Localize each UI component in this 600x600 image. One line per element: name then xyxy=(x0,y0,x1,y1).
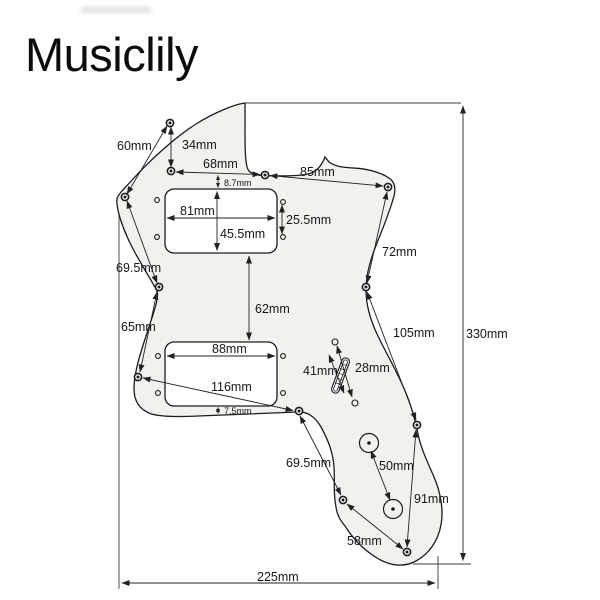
dim-label-65mm: 65mm xyxy=(121,320,156,334)
dim-label-62mm: 62mm xyxy=(255,302,290,316)
dim-line-72mm xyxy=(365,191,389,284)
dim-line-28mm xyxy=(336,345,353,398)
screw-hole xyxy=(338,495,348,505)
extension-lines xyxy=(118,102,471,589)
neck-pickup-cutout xyxy=(164,188,278,254)
screw-hole xyxy=(120,192,130,202)
screw-hole xyxy=(154,282,164,292)
screw-hole xyxy=(133,372,143,382)
dim-label-81mm: 81mm xyxy=(180,204,215,218)
screw-hole xyxy=(166,166,176,176)
mount-hole xyxy=(280,234,286,240)
mount-hole xyxy=(280,353,286,359)
dim-label-116mm: 116mm xyxy=(211,380,252,394)
dimension-labels: 60mm 34mm 68mm 8.7mm 85mm 81mm 25.5mm 45… xyxy=(116,138,508,584)
brand-logo: Musiclily xyxy=(25,28,199,81)
screw-hole xyxy=(383,182,393,192)
dim-line-41mm xyxy=(328,354,345,394)
dim-label-69.5mm-lower: 69.5mm xyxy=(286,456,331,470)
dim-label-28mm: 28mm xyxy=(355,361,390,375)
dim-line-58mm xyxy=(346,503,404,550)
dim-label-7.5mm: 7.5mm xyxy=(224,406,252,416)
dim-label-91mm: 91mm xyxy=(414,492,449,506)
dim-label-225mm: 225mm xyxy=(257,570,299,584)
dim-label-45.5mm: 45.5mm xyxy=(220,227,265,241)
dim-label-34mm: 34mm xyxy=(182,138,217,152)
switch-screw-hole xyxy=(331,338,339,346)
switch-screw-hole xyxy=(351,399,359,407)
screw-hole xyxy=(294,406,304,416)
dim-line-105mm xyxy=(366,291,417,421)
pot-hole-center xyxy=(391,507,395,511)
screw-hole xyxy=(402,547,412,557)
screw-hole xyxy=(165,118,175,128)
dim-label-50mm: 50mm xyxy=(379,459,414,473)
dim-line-60mm xyxy=(126,125,168,195)
dim-line-69.5mm-lower xyxy=(299,415,342,496)
dim-line-65mm xyxy=(138,291,159,373)
dimension-lines xyxy=(121,105,466,586)
dim-label-69.5mm-upper: 69.5mm xyxy=(116,261,161,275)
dim-line-50mm xyxy=(370,450,391,501)
dim-label-105mm: 105mm xyxy=(393,326,435,340)
dim-line-69.5mm-upper xyxy=(126,200,158,284)
mount-hole xyxy=(280,199,286,205)
dim-label-72mm: 72mm xyxy=(382,245,417,259)
dim-line-68mm xyxy=(175,169,261,178)
dim-label-25.5mm: 25.5mm xyxy=(286,213,331,227)
screw-hole xyxy=(412,420,422,430)
dim-label-60mm: 60mm xyxy=(117,139,152,153)
dim-line-91mm xyxy=(404,429,419,548)
pot-hole-center xyxy=(367,441,371,445)
dim-label-58mm: 58mm xyxy=(347,534,382,548)
dim-label-68mm: 68mm xyxy=(203,157,238,171)
dim-line-85mm xyxy=(269,173,384,189)
dim-label-41mm: 41mm xyxy=(303,364,338,378)
screw-hole xyxy=(260,170,270,180)
pickguard-screw-holes xyxy=(120,118,422,557)
faint-smudge xyxy=(80,6,152,14)
volume-pot-hole xyxy=(358,432,380,454)
dim-label-330mm: 330mm xyxy=(466,327,508,341)
screw-hole xyxy=(361,282,371,292)
dim-line-116mm xyxy=(142,376,294,412)
dim-label-85mm: 85mm xyxy=(300,165,335,179)
dim-label-8.7mm: 8.7mm xyxy=(224,178,252,188)
dim-label-88mm: 88mm xyxy=(212,342,247,356)
